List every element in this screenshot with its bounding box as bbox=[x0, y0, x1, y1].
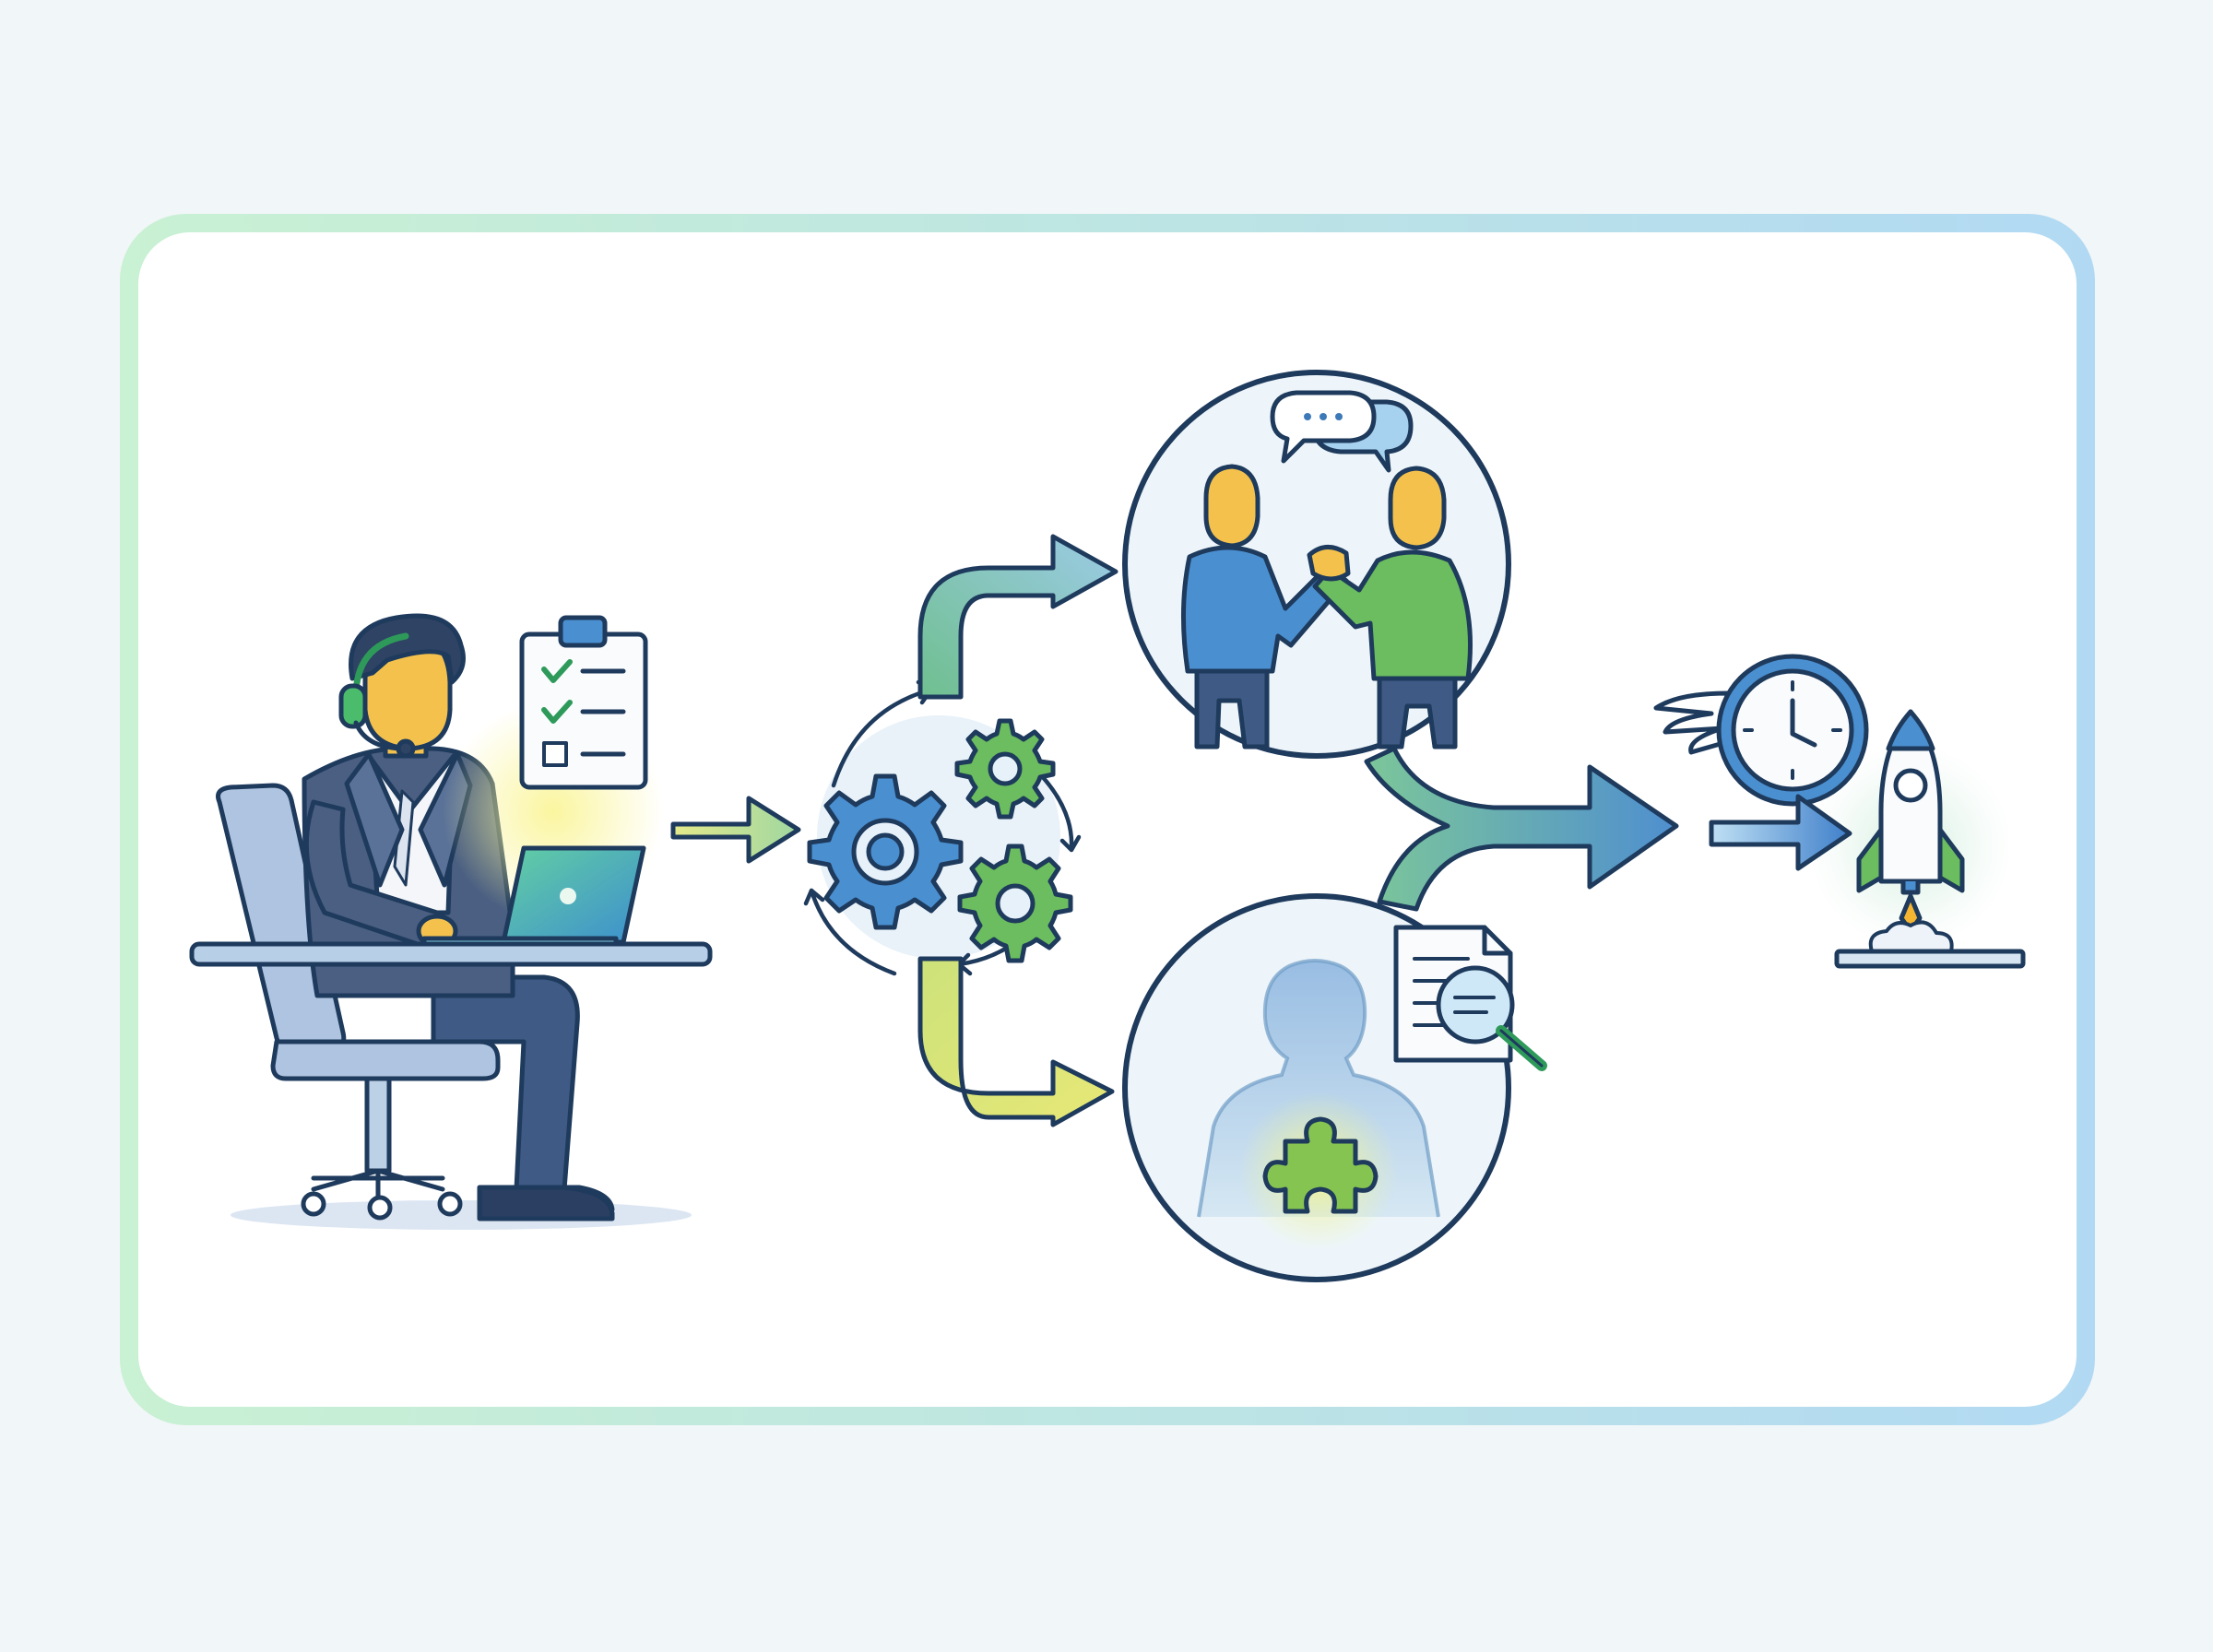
desk bbox=[189, 941, 713, 967]
clipboard-checklist-icon bbox=[519, 615, 648, 790]
rocket-icon bbox=[1834, 709, 2026, 969]
speech-bubbles-icon bbox=[1270, 390, 1414, 473]
arrow-agent-to-gears bbox=[670, 796, 801, 864]
document-search-icon bbox=[1393, 925, 1547, 1071]
winged-clock-icon bbox=[1653, 654, 1869, 807]
handshake-people-icon bbox=[1180, 464, 1473, 749]
gears-cycle-icon bbox=[803, 679, 1082, 976]
arrow-gears-to-analysis bbox=[917, 956, 1115, 1127]
panel-frame bbox=[120, 214, 2095, 1425]
arrow-merge-to-launch bbox=[1364, 746, 1679, 912]
arrow-gears-to-collaboration bbox=[917, 534, 1118, 700]
agent-at-desk-illustration bbox=[216, 613, 692, 1230]
puzzle-piece-icon bbox=[1262, 1116, 1379, 1214]
arrow-speed-to-rocket bbox=[1709, 794, 1852, 871]
